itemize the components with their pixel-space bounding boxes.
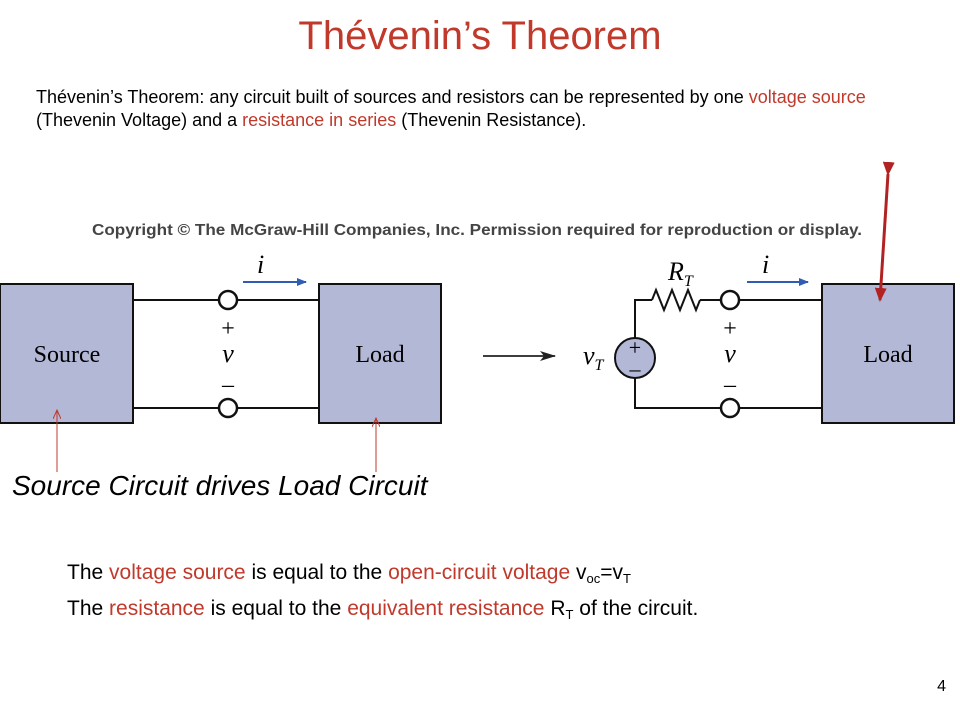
stmt-highlight: open-circuit voltage	[388, 561, 571, 584]
thevenin-voltage-source	[614, 337, 656, 379]
terminal-top	[719, 289, 741, 311]
terminal-bottom	[217, 397, 239, 419]
stmt-highlight: voltage source	[109, 561, 246, 584]
resistor-symbol: R	[667, 257, 684, 286]
stmt-text: The	[67, 597, 110, 620]
load-label-left: Load	[355, 342, 404, 368]
copyright-notice: Copyright © The McGraw-Hill Companies, I…	[92, 222, 862, 239]
resistor-subscript: T	[684, 273, 694, 290]
current-label: i	[762, 250, 769, 279]
vs-minus-sign: –	[629, 356, 642, 381]
stmt-text: v	[570, 561, 587, 584]
intro-text: Thévenin’s Theorem: any circuit built of…	[36, 86, 941, 132]
stmt-highlight: resistance	[109, 597, 205, 620]
minus-sign: –	[723, 372, 737, 398]
wire	[634, 299, 652, 338]
double-arrow-icon	[874, 161, 895, 302]
statement-voltage: The voltage source is equal to the open-…	[67, 561, 631, 586]
terminal-top	[217, 289, 239, 311]
intro-part: (Thevenin Resistance).	[396, 110, 587, 130]
voltage-label: v	[222, 339, 234, 368]
wire	[634, 378, 720, 409]
figure-caption: Source Circuit drives Load Circuit	[12, 470, 428, 501]
vsource-symbol: v	[583, 341, 595, 370]
load-box-right	[821, 283, 955, 424]
slide-title: Thévenin’s Theorem	[298, 14, 662, 58]
plus-sign: +	[723, 316, 737, 342]
intro-part: Thévenin’s Theorem: any circuit built of…	[36, 87, 749, 107]
stmt-text: =v	[600, 561, 624, 584]
vs-plus-sign: +	[629, 335, 641, 360]
stmt-highlight: equivalent resistance	[347, 597, 545, 620]
stmt-text: R	[544, 597, 566, 620]
source-box	[0, 283, 134, 424]
page-number: 4	[937, 678, 946, 695]
source-label: Source	[34, 342, 101, 368]
plus-sign: +	[221, 316, 235, 342]
minus-sign: –	[221, 372, 235, 398]
stmt-text: The	[67, 561, 110, 584]
intro-part: (Thevenin Voltage) and a	[36, 110, 243, 130]
intro-highlight-voltage-source: voltage source	[748, 87, 866, 107]
stmt-text: of the circuit.	[573, 597, 699, 620]
statement-resistance: The resistance is equal to the equivalen…	[67, 597, 698, 622]
stmt-text: is equal to the	[204, 597, 348, 620]
intro-highlight-resistance: resistance in series	[242, 110, 397, 130]
resistor-label: RT	[667, 257, 694, 290]
stmt-subscript: oc	[586, 571, 601, 586]
voltage-label: v	[724, 339, 736, 368]
vsource-label: vT	[583, 341, 605, 374]
load-box-left	[318, 283, 442, 424]
current-label: i	[257, 250, 264, 279]
stmt-subscript: T	[623, 571, 631, 586]
stmt-text: is equal to the	[245, 561, 389, 584]
resistor-rt	[651, 287, 701, 313]
vsource-subscript: T	[595, 357, 605, 374]
load-label-right: Load	[863, 342, 912, 368]
stmt-subscript: T	[565, 607, 574, 622]
terminal-bottom	[719, 397, 741, 419]
